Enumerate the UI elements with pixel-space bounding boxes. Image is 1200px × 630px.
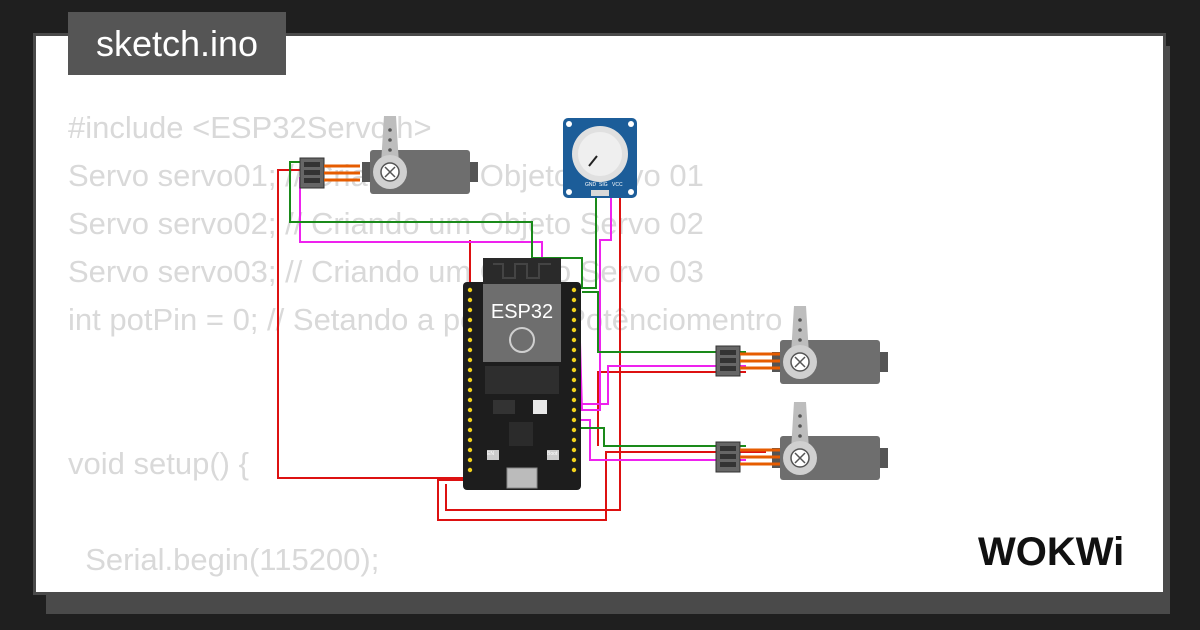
servo-1-connector [299,157,360,189]
pot-pin-label: SIG [599,182,608,188]
wire [580,365,746,405]
code-line: Serial.begin(115200); [68,542,380,577]
wire-group-red [277,169,766,521]
header-pins-right [571,287,577,473]
servo-2 [771,305,889,385]
wokwi-logo-text: WOKWi [978,530,1124,574]
wire [277,169,468,479]
boot-label: Boot [547,451,558,457]
wire [597,371,746,446]
servo-1 [361,115,479,195]
wire [582,291,746,353]
wire [580,427,746,447]
pot-pin-label: VCC [612,182,623,188]
code-line: Servo servo02; // Criando um Objeto Serv… [68,206,704,241]
board-label: ESP32 [491,301,553,323]
file-tab[interactable]: sketch.ino [68,12,286,75]
code-line: servo01.attach(13); [68,584,782,592]
servo-3-connector [715,441,780,473]
pot-pin-label: GND [585,182,597,188]
wire [580,419,746,461]
code-line: void setup() { [68,446,249,481]
usb-port [506,467,538,489]
espressif-logo-icon [509,327,535,353]
servo-3 [771,401,889,481]
esp32-board[interactable]: ESP32 EN Boot [463,258,581,490]
wire [437,451,766,521]
en-label: EN [487,451,494,457]
wire [579,196,612,411]
header-pins-left [467,287,473,473]
wokwi-logo: WOKWi [978,530,1124,574]
servo-2-connector [715,345,780,377]
potentiometer[interactable]: GND SIG VCC [563,118,637,198]
